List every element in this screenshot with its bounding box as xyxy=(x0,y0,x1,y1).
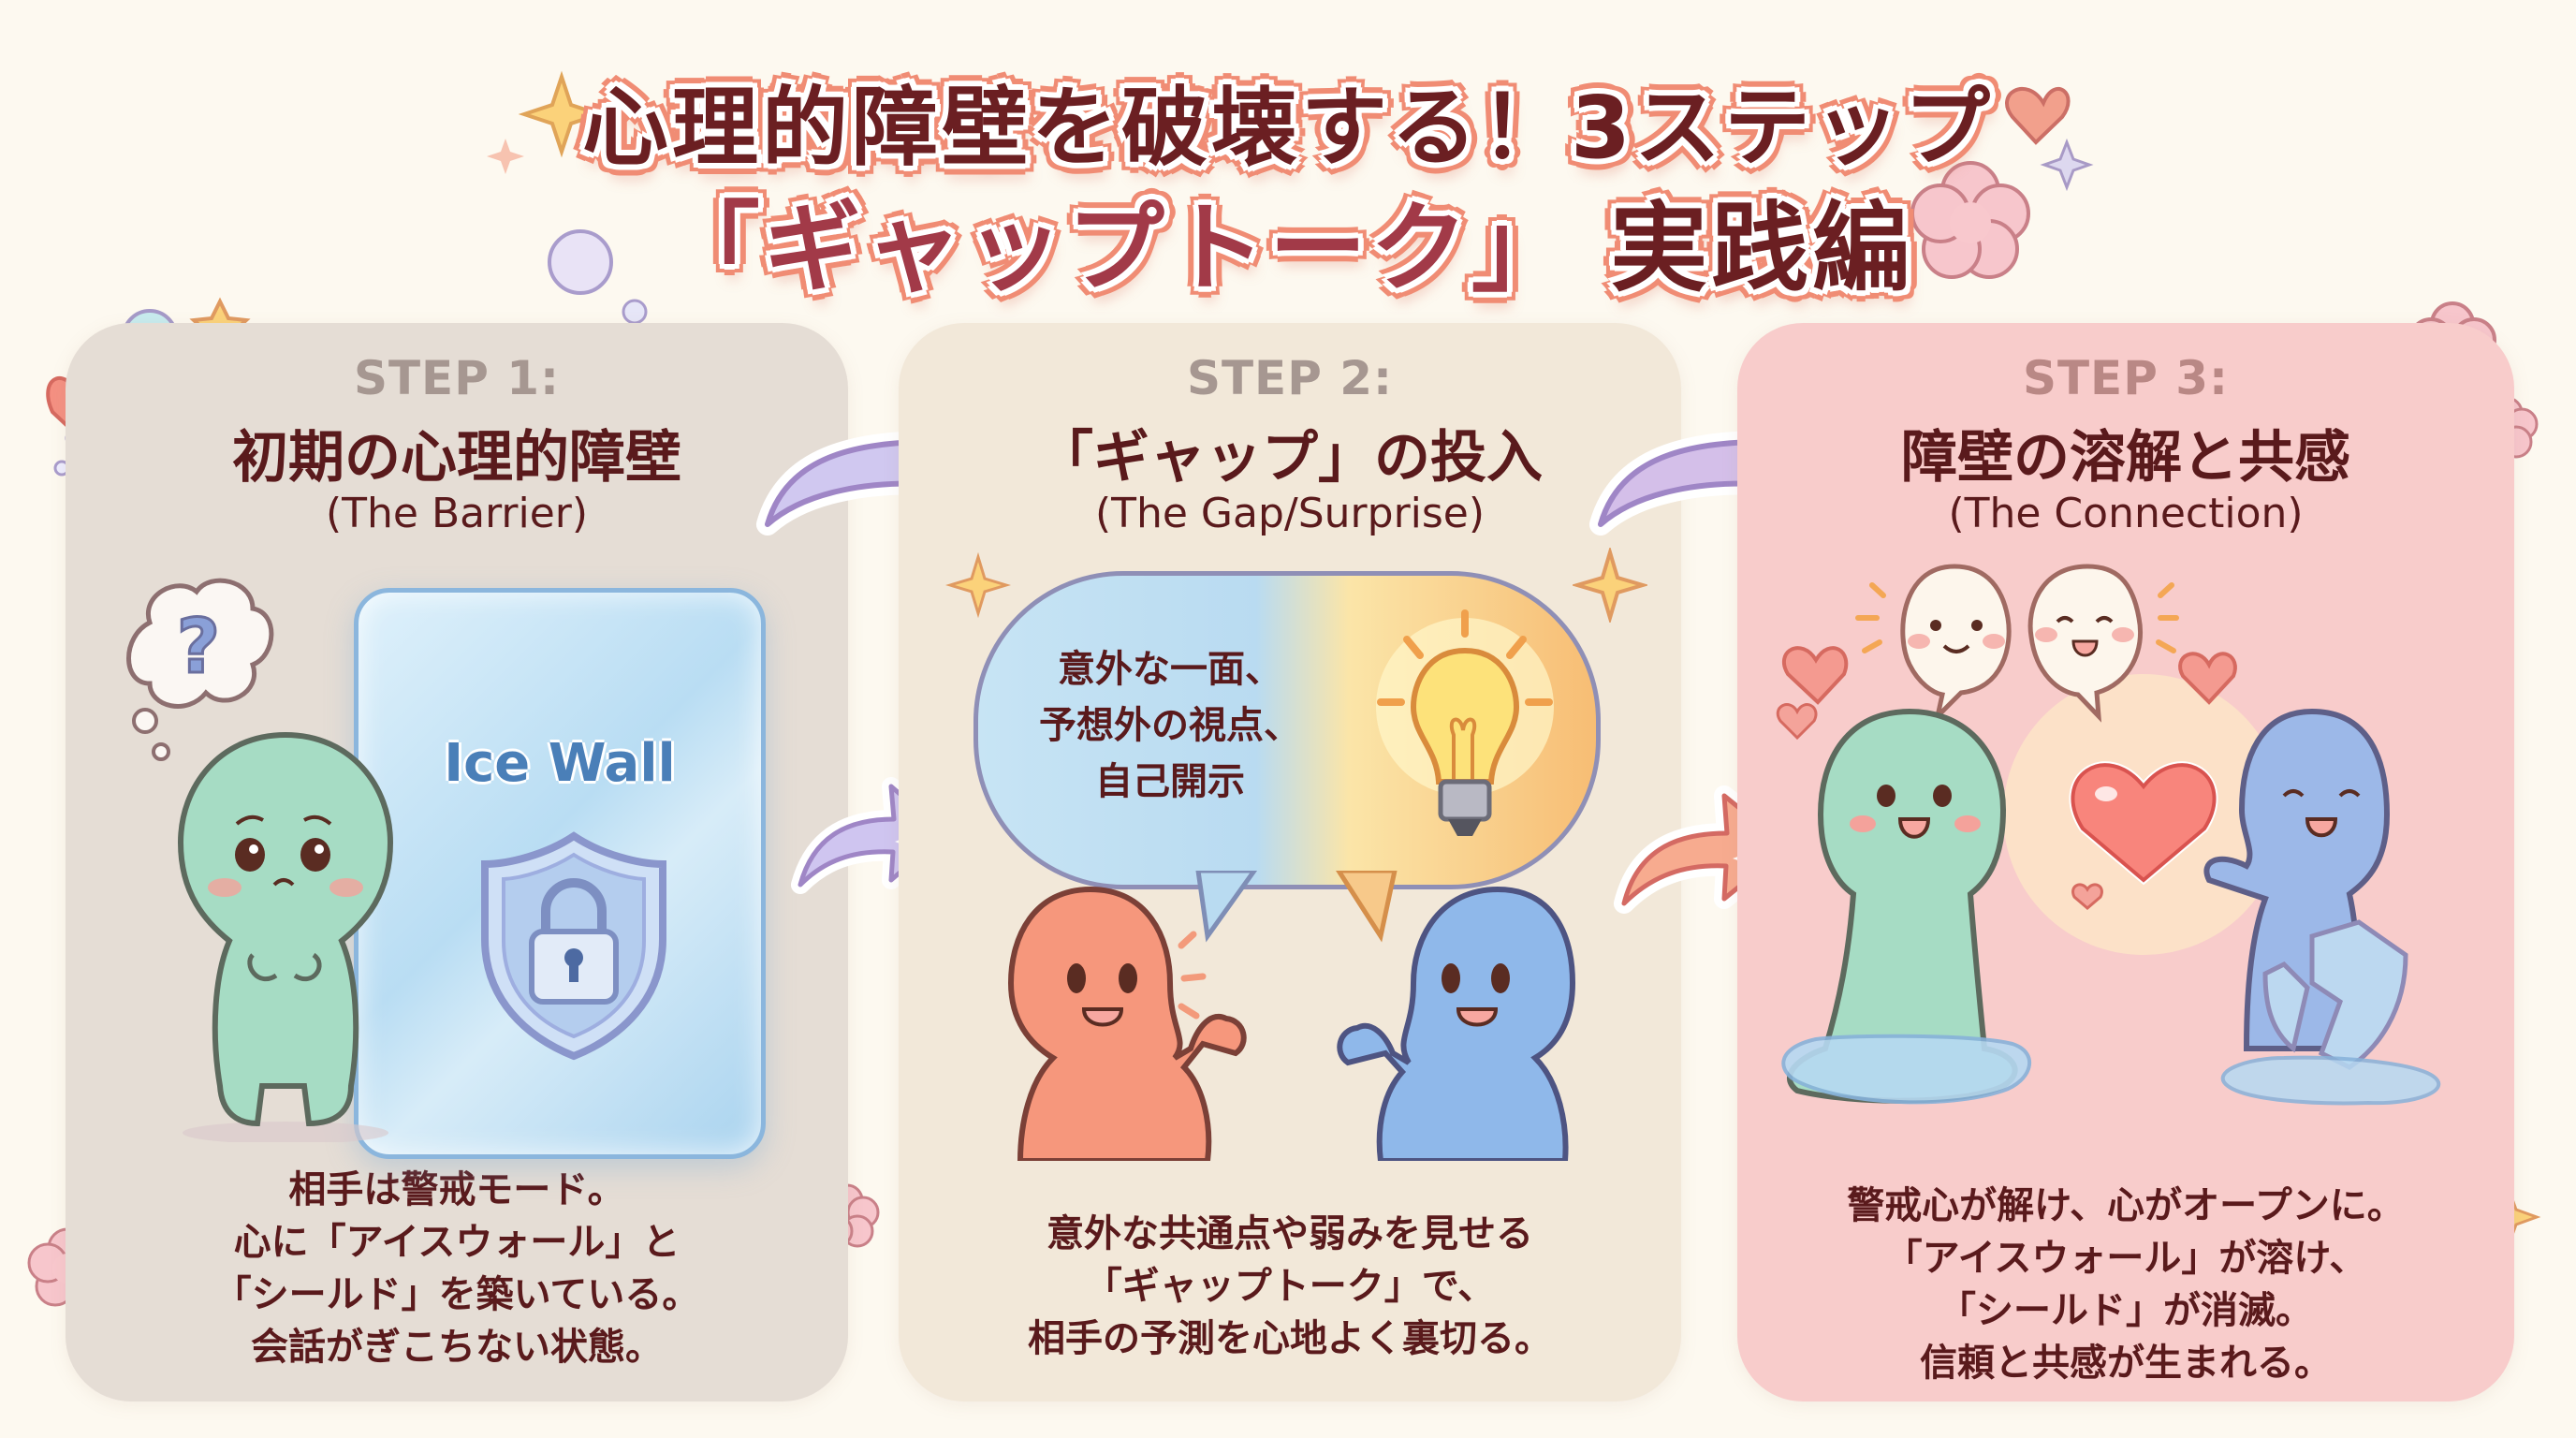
heart-icon xyxy=(1776,703,1818,741)
step-description: 相手は警戒モード。 心に「アイスウォール」と 「シールド」を築いている。 会話が… xyxy=(213,1168,700,1369)
thought-bubble-question-icon: ? xyxy=(126,578,274,761)
step-subtitle: (The Gap/Surprise) xyxy=(1094,490,1486,537)
step-3-illustration xyxy=(1776,564,2441,1106)
worried-green-character xyxy=(177,731,394,1142)
bubble-icon xyxy=(548,229,613,295)
speech-bubble: 意外な一面、 予想外の視点、 自己開示 xyxy=(973,571,1601,889)
sparkle-icon xyxy=(945,552,1011,618)
svg-text:?: ? xyxy=(177,603,220,690)
step-label: STEP 3: xyxy=(2022,351,2230,405)
heart-icon xyxy=(2178,652,2237,705)
step-title: 障壁の溶解と共感 xyxy=(1901,425,2350,491)
speech-bubble-text: 意外な一面、 予想外の視点、 自己開示 xyxy=(1039,648,1301,803)
lightbulb-icon xyxy=(1376,609,1554,836)
shield-lock-icon xyxy=(481,831,666,1061)
orange-character xyxy=(1007,886,1247,1161)
step-title: 「ギャップ」の投入 xyxy=(1037,425,1543,491)
ice-wall: Ice Wall xyxy=(354,588,766,1159)
step-subtitle: (The Barrier) xyxy=(325,490,589,537)
heart-icon xyxy=(2005,86,2071,145)
page-title-suffix: 実践編 xyxy=(1610,191,1914,305)
heart-icon xyxy=(2071,883,2103,910)
sparkle-icon xyxy=(518,70,606,158)
sparkle-icon xyxy=(1573,548,1647,623)
heart-icon xyxy=(1781,646,1849,705)
page-title-line1: 心理的障壁を破壊する！3ステップ xyxy=(581,78,1994,178)
laughing-speech-bubble xyxy=(2027,564,2143,723)
step-label: STEP 1: xyxy=(353,351,561,405)
speech-bubble-tail xyxy=(1195,871,1398,943)
sparkle-icon xyxy=(487,139,524,174)
page-title-line2: 「ギャップトーク」 実践編 xyxy=(0,169,2576,310)
sparkle-icon xyxy=(2040,138,2094,192)
smiling-speech-bubble xyxy=(1900,564,2012,724)
sakura-icon xyxy=(1910,161,2030,279)
step-title: 初期の心理的障壁 xyxy=(232,425,681,491)
step-description: 警戒心が解け、心がオープンに。 「アイスウォール」が溶け、 「シールド」が消滅。… xyxy=(1847,1184,2405,1385)
ice-wall-label: Ice Wall xyxy=(444,733,676,794)
step-subtitle: (The Connection) xyxy=(1948,490,2304,537)
step-label: STEP 2: xyxy=(1186,351,1394,405)
blue-character xyxy=(1337,886,1576,1161)
step-description: 意外な共通点や弱みを見せる 「ギャップトーク」で、 相手の予測を心地よく裏切る。 xyxy=(1028,1212,1552,1360)
page-title-quoted: 「ギャップトーク」 xyxy=(662,191,1573,305)
